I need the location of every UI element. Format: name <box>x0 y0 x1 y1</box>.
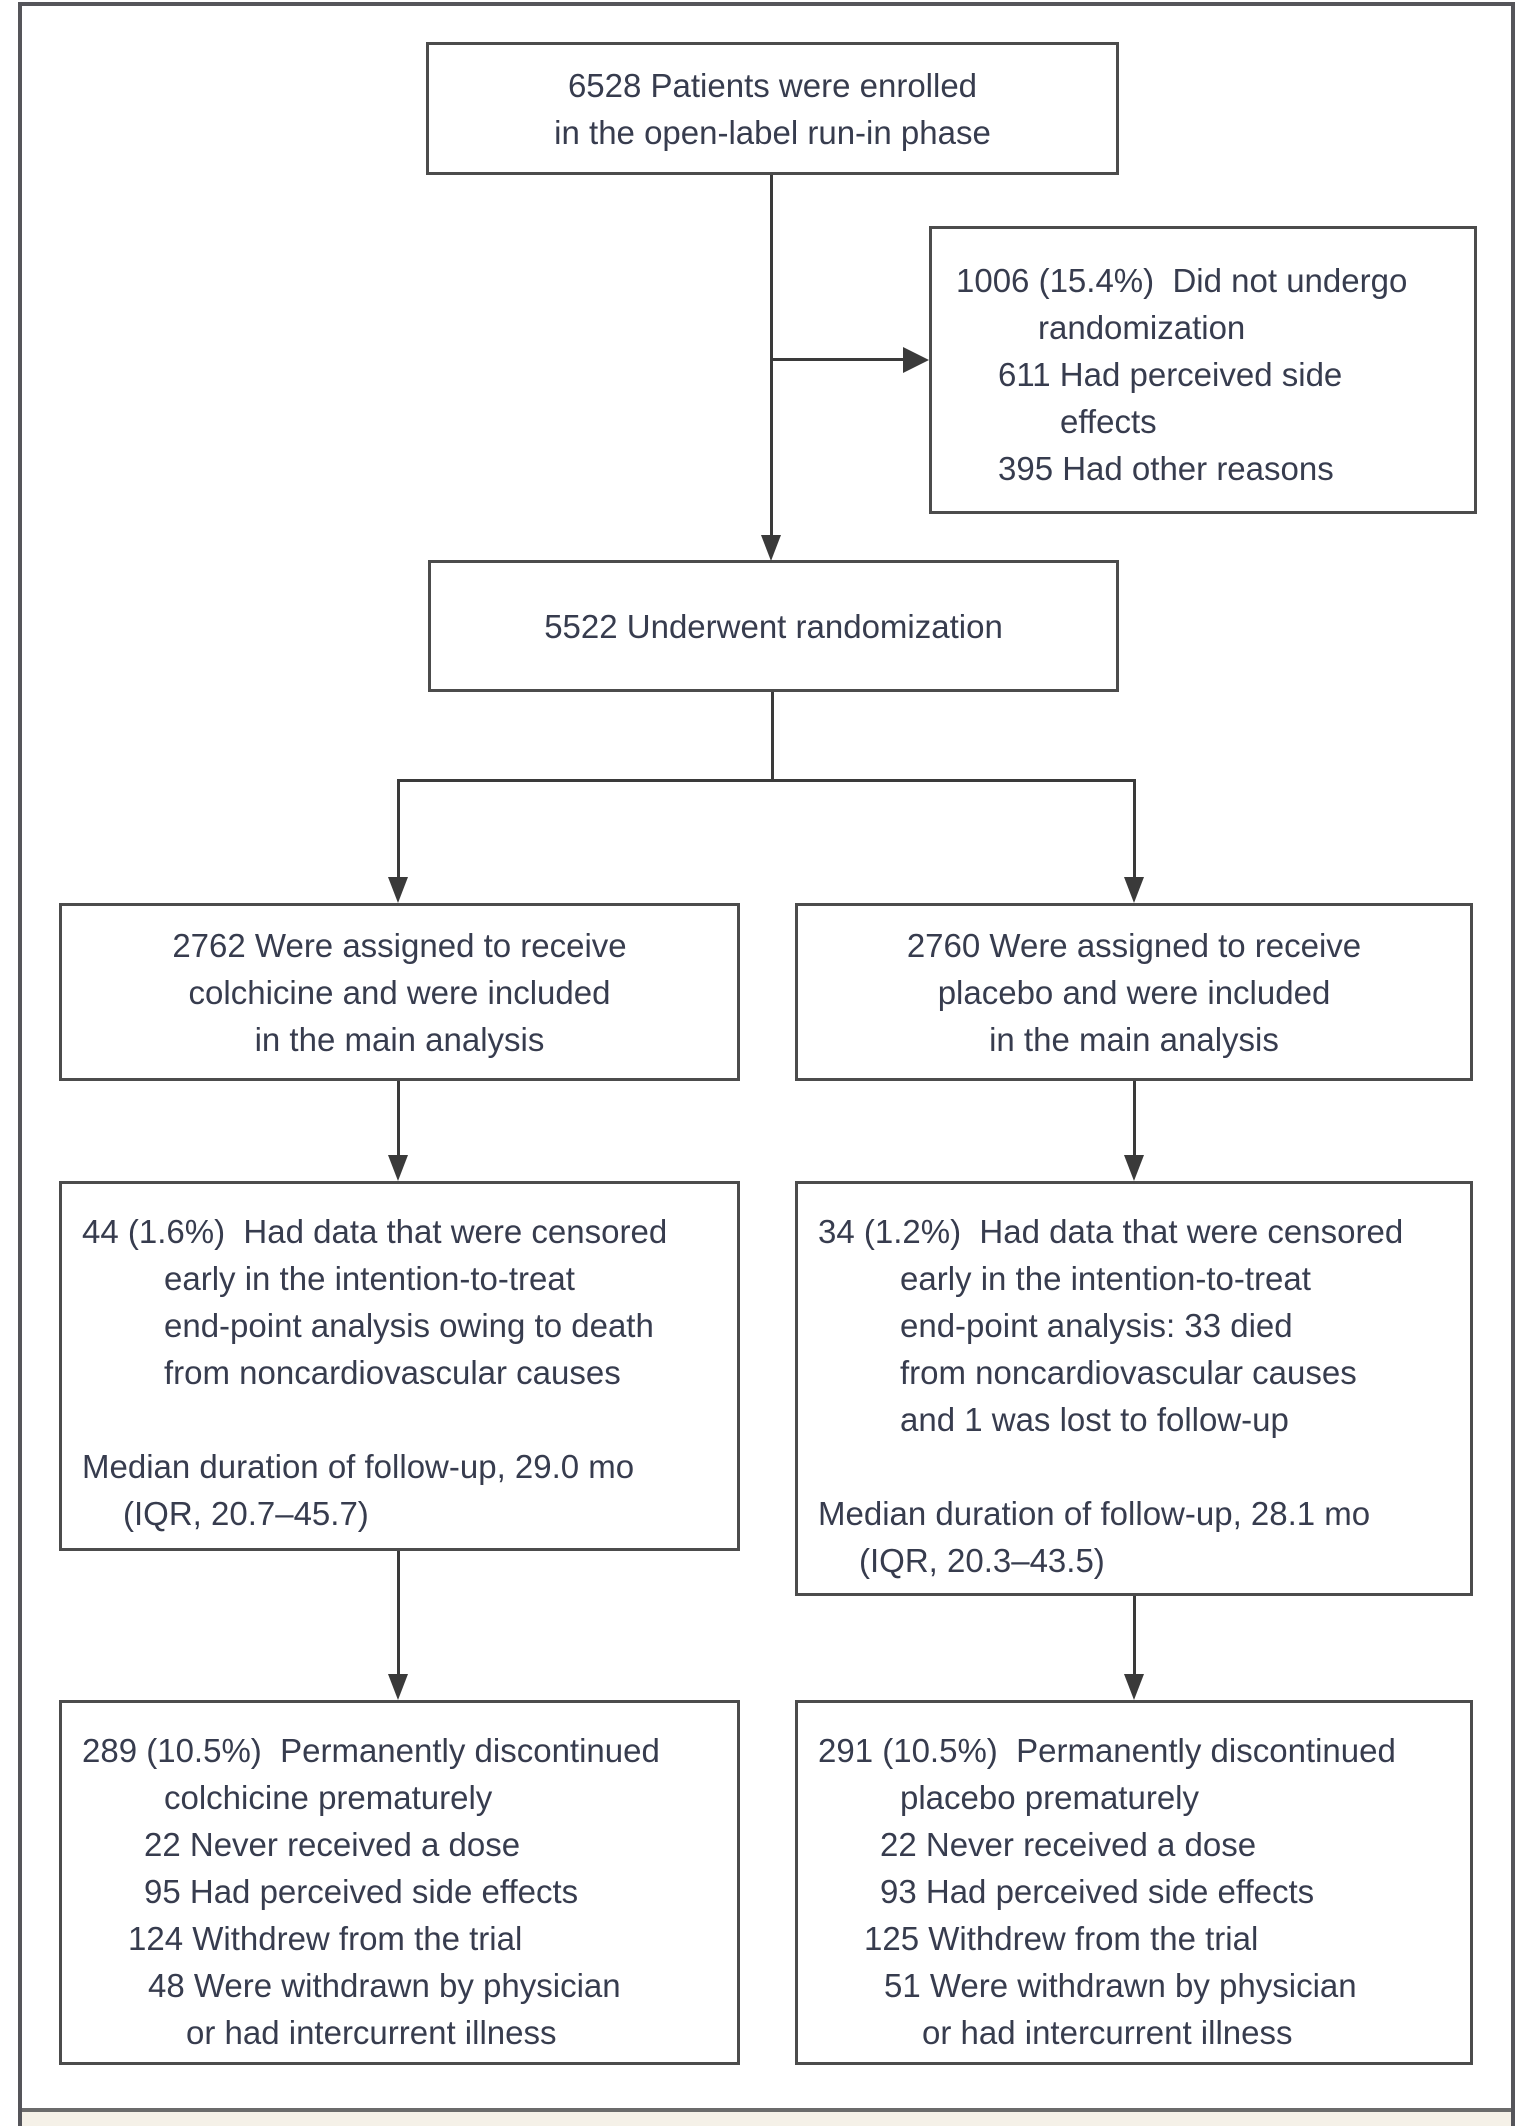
arrowhead-down-icon <box>1124 1674 1144 1700</box>
box-assigned-placebo: 2760 Were assigned to receive placebo an… <box>795 903 1473 1081</box>
box-discontinued-placebo: 291 (10.5%) Permanently discontinued pla… <box>795 1700 1473 2065</box>
connector-enrolled-to-randomized <box>770 175 773 537</box>
box-enrolled: 6528 Patients were enrolled in the open-… <box>426 42 1119 175</box>
box-line: placebo prematurely <box>900 1779 1199 1816</box>
box-line: in the open-label run-in phase <box>554 114 991 151</box>
box-line: end-point analysis owing to death <box>164 1307 654 1344</box>
box-not-randomized: 1006 (15.4%) Did not undergo randomizati… <box>929 226 1477 514</box>
box-line: 93 Had perceived side effects <box>880 1873 1315 1910</box>
box-line: randomization <box>1038 309 1246 346</box>
box-line: 48 Were withdrawn by physician <box>148 1967 621 2004</box>
box-line: 2760 Were assigned to receive <box>906 927 1362 964</box>
box-line: Median duration of follow-up, 28.1 mo <box>818 1495 1371 1532</box>
arrowhead-down-icon <box>761 535 781 561</box>
caption-strip <box>22 2108 1511 2126</box>
box-line: 6528 Patients were enrolled <box>567 67 978 104</box>
connector-to-assigned-colchicine <box>397 779 400 881</box>
box-line: 22 Never received a dose <box>880 1826 1257 1863</box>
box-line: and 1 was lost to follow-up <box>900 1401 1289 1438</box>
connector-split-bar <box>397 779 1136 782</box>
box-randomized: 5522 Underwent randomization <box>428 560 1119 692</box>
connector-randomized-stem <box>771 692 774 782</box>
box-line: from noncardiovascular causes <box>900 1354 1357 1391</box>
arrowhead-down-icon <box>388 1674 408 1700</box>
box-line: placebo and were included <box>937 974 1331 1011</box>
box-line: or had intercurrent illness <box>922 2014 1293 2051</box>
box-line: 125 Withdrew from the trial <box>864 1920 1259 1957</box>
arrowhead-down-icon <box>388 877 408 903</box>
box-line: 95 Had perceived side effects <box>144 1873 579 1910</box>
box-discontinued-colchicine: 289 (10.5%) Permanently discontinued col… <box>59 1700 740 2065</box>
box-line: 34 (1.2%) Had data that were censored <box>818 1213 1404 1250</box>
box-assigned-colchicine: 2762 Were assigned to receive colchicine… <box>59 903 740 1081</box>
blank-line <box>818 1443 1462 1490</box>
box-line: effects <box>1060 403 1157 440</box>
box-line: Median duration of follow-up, 29.0 mo <box>82 1448 635 1485</box>
arrowhead-down-icon <box>1124 1155 1144 1181</box>
box-line: 395 Had other reasons <box>998 450 1334 487</box>
box-line: 51 Were withdrawn by physician <box>884 1967 1357 2004</box>
arrowhead-right-icon <box>903 347 929 373</box>
box-line: or had intercurrent illness <box>186 2014 557 2051</box>
box-line: 291 (10.5%) Permanently discontinued <box>818 1732 1396 1769</box>
box-line: (IQR, 20.7–45.7) <box>123 1495 369 1532</box>
box-line: 289 (10.5%) Permanently discontinued <box>82 1732 660 1769</box>
box-censored-colchicine: 44 (1.6%) Had data that were censored ea… <box>59 1181 740 1551</box>
arrowhead-down-icon <box>388 1155 408 1181</box>
box-line: colchicine prematurely <box>164 1779 493 1816</box>
box-line: early in the intention-to-treat <box>900 1260 1311 1297</box>
box-line: in the main analysis <box>254 1021 545 1058</box>
connector-to-censored-placebo <box>1133 1081 1136 1159</box>
connector-to-assigned-placebo <box>1133 779 1136 881</box>
box-line: 44 (1.6%) Had data that were censored <box>82 1213 668 1250</box>
box-line: 124 Withdrew from the trial <box>128 1920 523 1957</box>
box-line: 1006 (15.4%) Did not undergo <box>956 262 1408 299</box>
box-line: early in the intention-to-treat <box>164 1260 575 1297</box>
connector-to-discontinued-placebo <box>1133 1596 1136 1677</box>
arrowhead-down-icon <box>1124 877 1144 903</box>
box-line: 611 Had perceived side <box>998 356 1343 393</box>
box-line: 5522 Underwent randomization <box>544 607 1003 645</box>
box-line: in the main analysis <box>989 1021 1279 1058</box>
connector-to-discontinued-colchicine <box>397 1551 400 1677</box>
box-censored-placebo: 34 (1.2%) Had data that were censored ea… <box>795 1181 1473 1596</box>
box-line: 2762 Were assigned to receive <box>172 927 627 964</box>
box-line: (IQR, 20.3–43.5) <box>859 1542 1105 1579</box>
box-line: 22 Never received a dose <box>144 1826 521 1863</box>
connector-to-censored-colchicine <box>397 1081 400 1159</box>
box-line: end-point analysis: 33 died <box>900 1307 1293 1344</box>
box-line: colchicine and were included <box>188 974 611 1011</box>
blank-line <box>82 1396 729 1443</box>
box-line: from noncardiovascular causes <box>164 1354 621 1391</box>
connector-branch-not-randomized <box>771 358 903 361</box>
